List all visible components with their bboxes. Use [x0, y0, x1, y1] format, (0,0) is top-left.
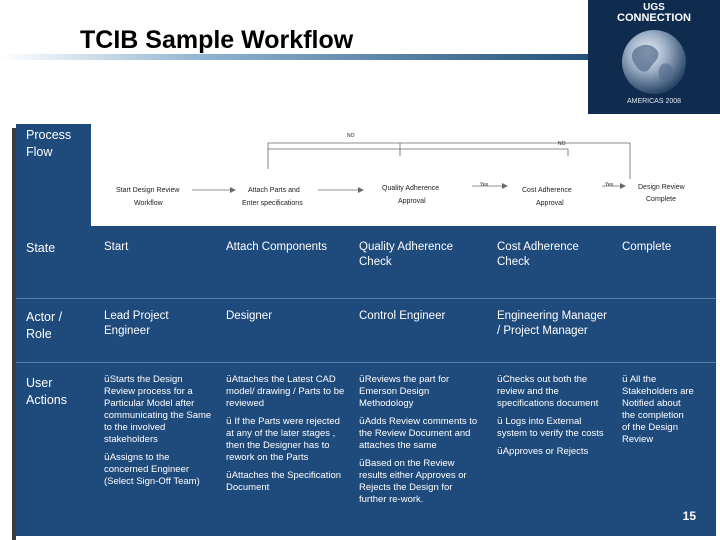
actions-col-attach: üAttaches the Latest CAD model/ drawing …: [226, 374, 348, 500]
page-title: TCIB Sample Workflow: [80, 26, 354, 54]
flow-quality-line1: Quality Adherence: [382, 185, 440, 192]
flow-no-label-2: NO: [558, 141, 566, 147]
actor-cell: Lead Project Engineer: [104, 310, 169, 337]
action-item: üBased on the Review results either Appr…: [359, 458, 467, 505]
action-item: üReviews the part for Emerson Design Met…: [359, 374, 450, 409]
row-label-process-flow: Process Flow: [26, 128, 72, 159]
action-item: üApproves or Rejects: [497, 446, 589, 457]
title-bar: [0, 22, 588, 60]
state-cell: Attach Components: [226, 241, 328, 253]
row-divider: [16, 298, 716, 299]
logo-line1: UGS: [643, 2, 665, 13]
state-cell: Complete: [622, 241, 672, 253]
actions-col-quality: üReviews the part for Emerson Design Met…: [359, 374, 479, 512]
action-item: üStarts the Design Review process for a …: [104, 374, 212, 445]
process-flow-diagram: [90, 124, 716, 226]
actions-col-cost: üChecks out both the review and the spec…: [497, 374, 611, 464]
action-item: üAssigns to the concerned Engineer (Sele…: [104, 452, 200, 487]
actions-col-start: üStarts the Design Review process for a …: [104, 374, 214, 494]
row-label-actor-role: Actor / Role: [26, 310, 63, 341]
flow-quality-line2: Approval: [398, 198, 426, 205]
flow-yes-label-2: Yes: [605, 182, 614, 188]
flow-cost-line1: Cost Adherence: [522, 187, 572, 194]
action-item: üAttaches the Specification Document: [226, 470, 342, 493]
flow-attach-line1: Attach Parts and: [248, 187, 300, 194]
logo-line2: CONNECTION: [617, 12, 691, 24]
ugs-connection-logo: UGS CONNECTION AMERICAS 2008: [588, 0, 720, 114]
flow-start-line1: Start Design Review: [116, 187, 180, 194]
flow-attach-line2: Enter specifications: [242, 200, 303, 207]
feedback-line-no-1: [267, 142, 631, 179]
state-cell: Start: [104, 241, 129, 253]
action-item: üAdds Review comments to the Review Docu…: [359, 416, 478, 451]
process-flow-svg: [192, 142, 631, 193]
flow-yes-label-1: Yes: [480, 182, 489, 188]
logo-line3: AMERICAS 2008: [626, 98, 682, 105]
action-item: üChecks out both the review and the spec…: [497, 374, 599, 409]
flow-start-line2: Workflow: [134, 200, 163, 207]
flow-complete-line2: Complete: [646, 196, 676, 203]
flow-complete-line1: Design Review: [638, 184, 685, 191]
row-divider: [16, 362, 716, 363]
flow-labels: Start Design Review Workflow Attach Part…: [90, 124, 716, 226]
flow-no-label-1: NO: [347, 133, 355, 139]
actor-cell: Engineering Manager / Project Manager: [497, 310, 607, 337]
action-item: ü All the Stakeholders are Notified abou…: [622, 374, 694, 445]
row-label-user-actions: User Actions: [26, 376, 67, 407]
action-item: üAttaches the Latest CAD model/ drawing …: [226, 374, 345, 409]
state-cell: Cost Adherence Check: [497, 241, 579, 268]
feedback-line-no-3: [268, 148, 569, 156]
action-item: ü Logs into External system to verify th…: [497, 416, 604, 439]
page-number: 15: [682, 509, 696, 523]
globe-icon: [622, 30, 686, 94]
actor-cell: Designer: [226, 310, 273, 322]
row-label-state: State: [26, 241, 56, 255]
state-cell: Quality Adherence Check: [359, 241, 453, 268]
action-item: ü If the Parts were rejected at any of t…: [226, 416, 340, 463]
process-flow-label-cell: [16, 124, 90, 226]
flow-cost-line2: Approval: [536, 200, 564, 207]
actions-col-complete: ü All the Stakeholders are Notified abou…: [622, 374, 694, 452]
actor-cell: Control Engineer: [359, 310, 446, 322]
